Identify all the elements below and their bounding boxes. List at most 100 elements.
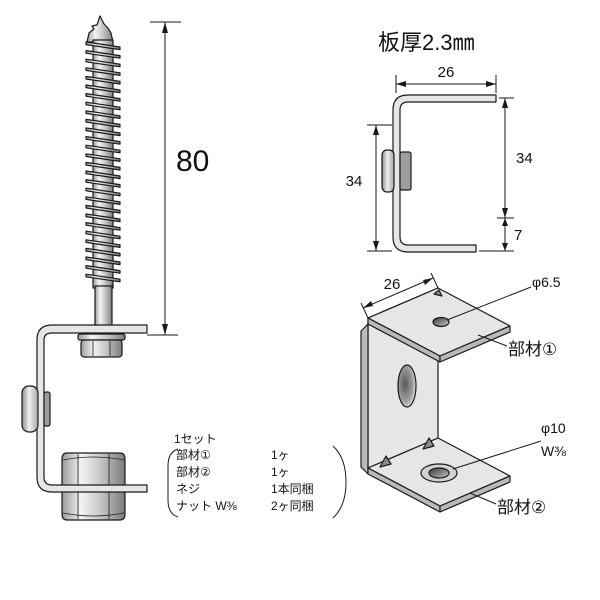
parts-list: 1セット 部材① 1ヶ 部材② 1ヶ ネジ 1本同梱 ナット W⅜ 2ヶ同梱: [167, 432, 347, 519]
dimension-arrow-left: [396, 81, 406, 87]
screw-thread: [85, 127, 121, 137]
lower-hole-leader: [452, 440, 542, 470]
top-plate-notch: [433, 289, 443, 297]
l-bracket-side: [36, 324, 148, 493]
profile-right-height-value: 34: [516, 150, 533, 167]
small-nut-body: [80, 339, 123, 358]
screw-length-dimension: 80: [147, 21, 209, 336]
dimension-arrow-down: [502, 208, 508, 218]
screw-thread: [85, 49, 121, 59]
parts-list-right-brace: [332, 445, 347, 519]
isometric-width-dimension: 26: [360, 272, 439, 319]
upper-part-label: 部材①: [508, 340, 557, 359]
top-plate-side-edge: [439, 325, 511, 363]
lower-part-leader: [469, 492, 497, 505]
screw: [85, 15, 121, 329]
screw-length-value: 80: [176, 145, 209, 178]
profile-boss-inner: [399, 151, 412, 191]
screw-thread: [85, 118, 121, 128]
screw-thread: [85, 153, 121, 162]
lower-part-label: 部材②: [497, 498, 546, 517]
bracket-boss-inner: [43, 391, 51, 427]
screw-thread: [85, 213, 121, 223]
upper-hole-leader: [446, 286, 532, 321]
screw-thread: [85, 101, 121, 111]
parts-list-item-name: 部材②: [176, 464, 211, 479]
parts-list-item-name: ナット W⅜: [176, 499, 238, 513]
screw-thread: [85, 161, 121, 171]
isometric-web-edge: [360, 323, 369, 475]
parts-list-left-brace: [167, 448, 179, 518]
bracket-boss-outer: [21, 385, 39, 433]
profile-boss-outer: [381, 149, 395, 193]
profile-left-height-value: 34: [346, 173, 363, 190]
screw-thread: [85, 273, 121, 283]
screw-thread: [85, 110, 121, 120]
screw-thread: [85, 179, 121, 188]
extension-line: [360, 302, 369, 319]
parts-list-item-name: ネジ: [176, 482, 200, 496]
parts-list-item-qty: 1ヶ: [271, 465, 290, 479]
parts-list-item-qty: 2ヶ同梱: [271, 499, 314, 513]
bottom-plate-notch: [422, 437, 435, 450]
parts-list-item-qty: 1ヶ: [271, 448, 290, 462]
dimension-arrow-down: [373, 241, 379, 251]
small-nut-washer: [77, 333, 126, 341]
profile-left-height-dimension: 34: [346, 124, 392, 252]
parts-list-item-name: 部材①: [176, 447, 211, 462]
screw-thread: [85, 170, 121, 180]
dimension-arrow-up: [373, 125, 379, 135]
screw-thread: [85, 144, 121, 154]
profile-width-value: 26: [438, 64, 455, 81]
plate-thickness-label: 板厚2.3㎜: [378, 30, 475, 55]
screw-shank: [94, 285, 113, 329]
dimension-arrow-up: [162, 22, 168, 33]
large-nut-chamfer: [62, 456, 125, 461]
upper-part-leader: [477, 334, 508, 347]
screw-thread: [85, 92, 121, 102]
web-boss-oval: [397, 364, 417, 408]
screw-thread: [85, 239, 121, 248]
lower-thread-label: W⅜: [541, 443, 566, 459]
small-nut: [77, 333, 126, 358]
isometric-bottom-plate: [367, 437, 511, 513]
screw-thread: [85, 136, 121, 145]
screw-thread: [85, 222, 121, 231]
parts-list-heading: 1セット: [174, 432, 217, 446]
extension-line: [430, 272, 439, 289]
bottom-plate-notch: [379, 455, 392, 468]
top-plate-hole: [432, 316, 450, 328]
parts-list-item-qty: 1本同梱: [271, 482, 314, 496]
profile-width-dimension: 26: [395, 64, 497, 93]
c-bracket-profile: [392, 94, 497, 253]
screw-thread: [85, 230, 121, 240]
screw-assembly-view: 80: [21, 15, 209, 521]
screw-threads: [85, 41, 121, 283]
large-nut-chamfer: [62, 512, 125, 517]
screw-thread: [85, 265, 121, 274]
lower-hole-label: φ10: [541, 420, 566, 436]
bottom-plate-side-edge: [439, 475, 511, 513]
profile-right-height-dimension: 34 7: [479, 97, 533, 252]
dimension-arrow: [363, 301, 373, 308]
dimension-arrow-up: [502, 218, 508, 226]
dimension-arrow: [423, 278, 433, 285]
dimension-arrow-down: [162, 324, 168, 335]
screw-thread: [85, 67, 121, 77]
profile-offset-value: 7: [514, 227, 522, 244]
profile-view: 板厚2.3㎜ 26 34: [346, 30, 533, 253]
screw-thread: [85, 196, 121, 205]
screw-thread: [85, 204, 121, 214]
screw-thread: [85, 187, 121, 197]
dimension-arrow-up: [502, 98, 508, 108]
isometric-width-value: 26: [384, 276, 401, 293]
screw-thread: [85, 84, 121, 94]
isometric-view: 26 φ6.5 部材① φ10 W⅜ 部材②: [360, 272, 566, 517]
screw-thread: [85, 41, 121, 51]
bottom-thread-hole: [428, 467, 450, 479]
dimension-line: [362, 277, 434, 309]
screw-thread: [85, 256, 121, 266]
upper-hole-label: φ6.5: [532, 274, 561, 290]
screw-thread: [85, 247, 121, 257]
